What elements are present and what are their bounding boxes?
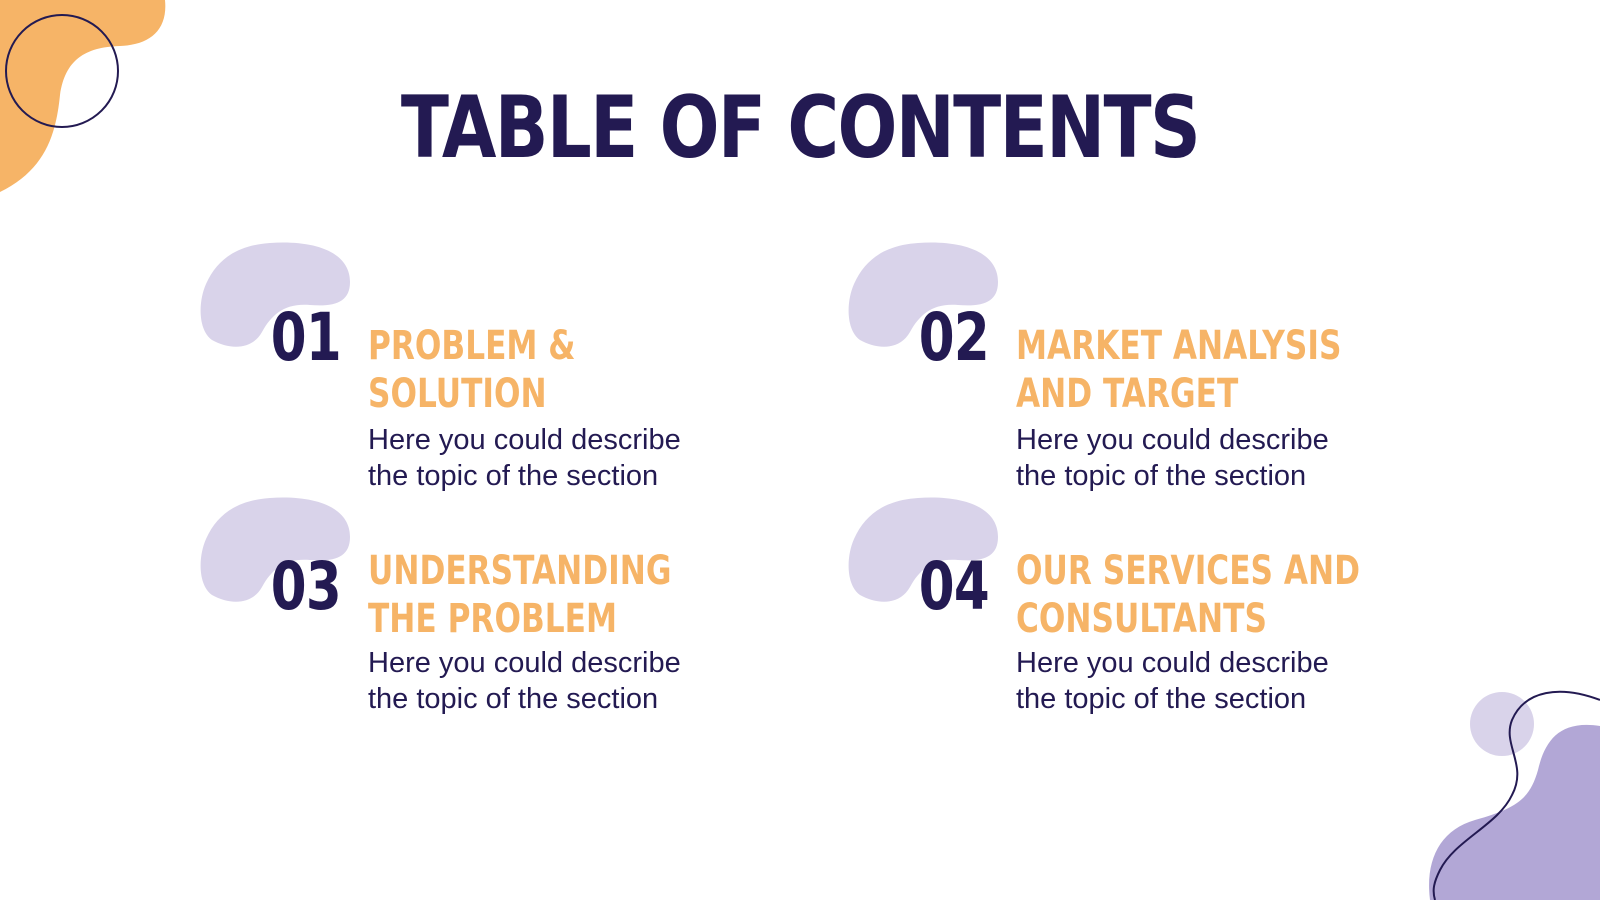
lavender-blob-shape: [848, 242, 998, 347]
section-number: 04: [918, 548, 990, 625]
section-number: 01: [270, 299, 342, 376]
decorative-orange-blob-top-left: [0, 0, 166, 192]
section-heading: MARKET ANALYSIS AND TARGET: [1016, 323, 1342, 417]
toc-item-2: 02 MARKET ANALYSIS AND TARGET Here you c…: [848, 242, 1468, 492]
section-description: Here you could describe the topic of the…: [368, 647, 681, 715]
section-description: Here you could describe the topic of the…: [1016, 647, 1329, 715]
section-description: Here you could describe the topic of the…: [1016, 424, 1329, 492]
toc-item-1: 01 PROBLEM & SOLUTION Here you could des…: [200, 242, 820, 492]
section-description: Here you could describe the topic of the…: [368, 424, 681, 492]
section-heading: PROBLEM & SOLUTION: [368, 323, 576, 417]
section-heading: OUR SERVICES AND CONSULTANTS: [1016, 548, 1361, 642]
lavender-blob-shape: [200, 242, 350, 347]
toc-item-3: 03 UNDERSTANDING THE PROBLEM Here you co…: [200, 497, 820, 737]
section-number: 03: [270, 548, 342, 625]
decorative-purple-blob-bottom-right: [1429, 690, 1600, 900]
section-number: 02: [918, 299, 990, 376]
lavender-blob-shape: [848, 497, 998, 602]
section-heading: UNDERSTANDING THE PROBLEM: [368, 548, 672, 642]
lavender-blob-shape: [200, 497, 350, 602]
page-title: TABLE OF CONTENTS: [400, 78, 1201, 178]
toc-item-4: 04 OUR SERVICES AND CONSULTANTS Here you…: [848, 497, 1468, 737]
